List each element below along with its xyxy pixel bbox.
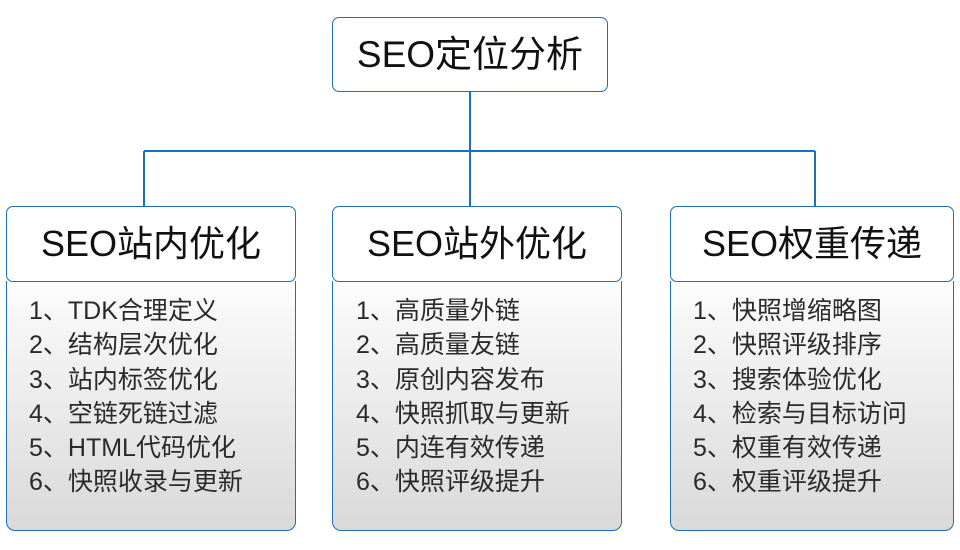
list-item[interactable]: 2、高质量友链 bbox=[356, 331, 520, 360]
branch-item-list-3: 1、快照增缩略图 2、快照评级排序 3、搜索体验优化 4、检索与目标访问 5、权… bbox=[671, 294, 953, 500]
branch-body-1: 1、TDK合理定义 2、结构层次优化 3、站内标签优化 4、空链死链过滤 5、H… bbox=[6, 281, 296, 531]
list-item[interactable]: 5、权重有效传递 bbox=[693, 434, 882, 462]
list-item[interactable]: 2、快照评级排序 bbox=[693, 331, 882, 360]
list-item[interactable]: 3、搜索体验优化 bbox=[693, 365, 882, 394]
list-item[interactable]: 1、TDK合理定义 bbox=[29, 297, 218, 325]
list-item[interactable]: 6、快照评级提升 bbox=[356, 468, 545, 497]
list-item[interactable]: 4、快照抓取与更新 bbox=[356, 399, 570, 428]
branch-column-2: SEO站外优化 1、高质量外链 2、高质量友链 3、原创内容发布 4、快照抓取与… bbox=[332, 206, 622, 531]
list-item[interactable]: 6、权重评级提升 bbox=[693, 468, 882, 497]
branch-header-1[interactable]: SEO站内优化 bbox=[6, 206, 296, 282]
list-item[interactable]: 3、站内标签优化 bbox=[29, 365, 218, 394]
branch-header-label-3: SEO权重传递 bbox=[701, 223, 923, 264]
list-item[interactable]: 5、内连有效传递 bbox=[356, 434, 545, 462]
branch-body-2: 1、高质量外链 2、高质量友链 3、原创内容发布 4、快照抓取与更新 5、内连有… bbox=[332, 281, 622, 531]
list-item[interactable]: 5、HTML代码优化 bbox=[29, 434, 236, 462]
branch-header-2[interactable]: SEO站外优化 bbox=[332, 206, 622, 282]
branch-body-3: 1、快照增缩略图 2、快照评级排序 3、搜索体验优化 4、检索与目标访问 5、权… bbox=[670, 281, 954, 531]
root-node[interactable]: SEO定位分析 bbox=[332, 17, 608, 92]
list-item[interactable]: 4、检索与目标访问 bbox=[693, 399, 907, 428]
branch-item-list-2: 1、高质量外链 2、高质量友链 3、原创内容发布 4、快照抓取与更新 5、内连有… bbox=[333, 294, 621, 500]
list-item[interactable]: 1、高质量外链 bbox=[356, 297, 520, 325]
list-item[interactable]: 6、快照收录与更新 bbox=[29, 468, 243, 497]
branch-column-1: SEO站内优化 1、TDK合理定义 2、结构层次优化 3、站内标签优化 4、空链… bbox=[6, 206, 296, 531]
branch-header-label-1: SEO站内优化 bbox=[40, 223, 262, 264]
list-item[interactable]: 1、快照增缩略图 bbox=[693, 297, 882, 325]
branch-column-3: SEO权重传递 1、快照增缩略图 2、快照评级排序 3、搜索体验优化 4、检索与… bbox=[670, 206, 954, 531]
list-item[interactable]: 2、结构层次优化 bbox=[29, 331, 218, 360]
branch-item-list-1: 1、TDK合理定义 2、结构层次优化 3、站内标签优化 4、空链死链过滤 5、H… bbox=[7, 294, 295, 500]
list-item[interactable]: 3、原创内容发布 bbox=[356, 365, 545, 394]
root-node-label: SEO定位分析 bbox=[356, 34, 584, 75]
list-item[interactable]: 4、空链死链过滤 bbox=[29, 399, 218, 428]
branch-header-label-2: SEO站外优化 bbox=[366, 223, 588, 264]
branch-header-3[interactable]: SEO权重传递 bbox=[670, 206, 954, 282]
